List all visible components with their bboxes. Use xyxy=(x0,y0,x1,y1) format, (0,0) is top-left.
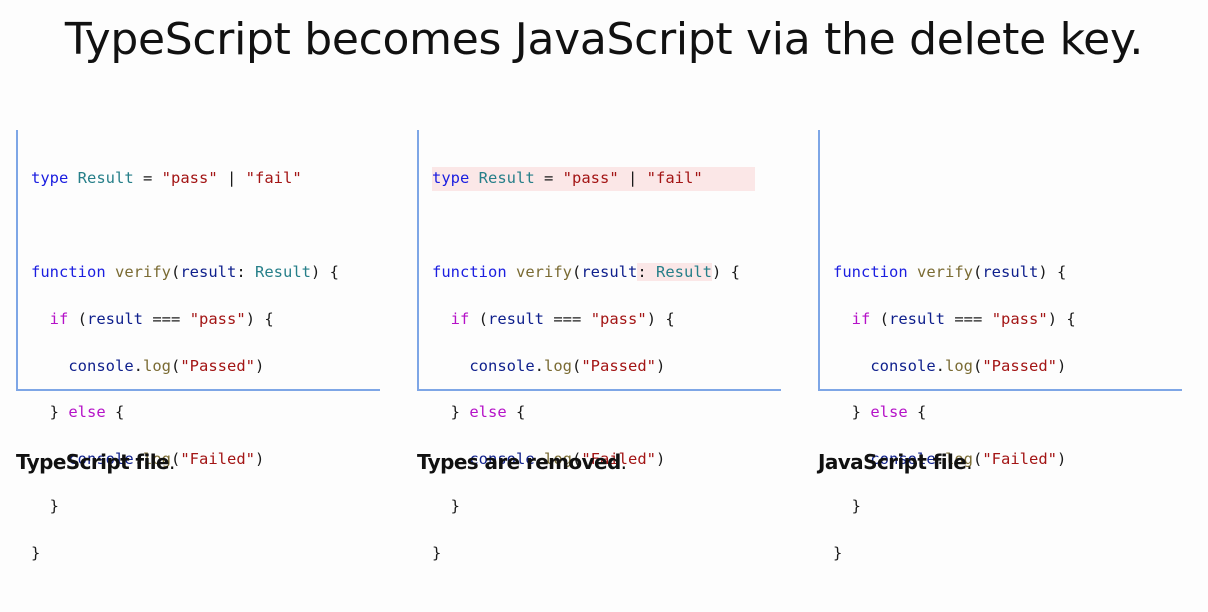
code-line-log-failed: console.log("Failed") xyxy=(870,450,1067,469)
code-line-blank xyxy=(833,167,1076,190)
typescript-code: type Result = "pass" | "fail" function v… xyxy=(31,144,339,612)
code-line-close-fn: } xyxy=(31,543,41,562)
javascript-code: function verify(result) { if (result ===… xyxy=(833,144,1076,612)
types-removed-code-panel: type Result = "pass" | "fail" function v… xyxy=(417,130,781,562)
code-line-close-if: } xyxy=(31,496,59,515)
code-line-function: function verify(result: Result) { xyxy=(432,263,741,281)
code-line-if: if (result === "pass") { xyxy=(49,309,274,328)
code-line-log-failed: console.log("Failed") xyxy=(469,450,666,469)
code-line-close-fn: } xyxy=(432,543,442,562)
typescript-code-panel: type Result = "pass" | "fail" function v… xyxy=(16,130,380,562)
caption-javascript-file: JavaScript file. xyxy=(818,450,973,474)
code-line-type-alias: type Result = "pass" | "fail" xyxy=(31,169,302,188)
code-line-log-passed: console.log("Passed") xyxy=(870,356,1067,375)
code-line-blank xyxy=(833,214,1076,237)
code-line-else: } else { xyxy=(49,403,125,422)
code-line-blank xyxy=(31,214,339,237)
code-line-else: } else { xyxy=(851,403,927,422)
caption-types-removed: Types are removed. xyxy=(417,450,627,474)
code-line-close-fn: } xyxy=(833,543,843,562)
code-line-else: } else { xyxy=(450,403,526,422)
types-removed-code: type Result = "pass" | "fail" function v… xyxy=(432,144,755,612)
removed-highlight: type Result = "pass" | "fail" xyxy=(432,167,755,191)
page-title: TypeScript becomes JavaScript via the de… xyxy=(64,14,1144,65)
code-line-log-passed: console.log("Passed") xyxy=(469,356,666,375)
code-line-log-passed: console.log("Passed") xyxy=(68,356,265,375)
javascript-code-panel: function verify(result) { if (result ===… xyxy=(818,130,1182,562)
code-line-log-failed: console.log("Failed") xyxy=(68,450,265,469)
code-line-blank xyxy=(432,214,755,237)
code-line-close-if: } xyxy=(833,496,861,515)
code-line-close-if: } xyxy=(432,496,460,515)
code-line-type-alias-removed: type Result = "pass" | "fail" xyxy=(432,167,755,191)
code-line-function: function verify(result) { xyxy=(833,263,1067,281)
code-line-if: if (result === "pass") { xyxy=(450,309,675,328)
removed-type-annotation: : Result xyxy=(637,263,713,281)
caption-typescript-file: TypeScript file. xyxy=(16,450,175,474)
code-line-if: if (result === "pass") { xyxy=(851,309,1076,328)
code-line-function: function verify(result: Result) { xyxy=(31,263,340,281)
